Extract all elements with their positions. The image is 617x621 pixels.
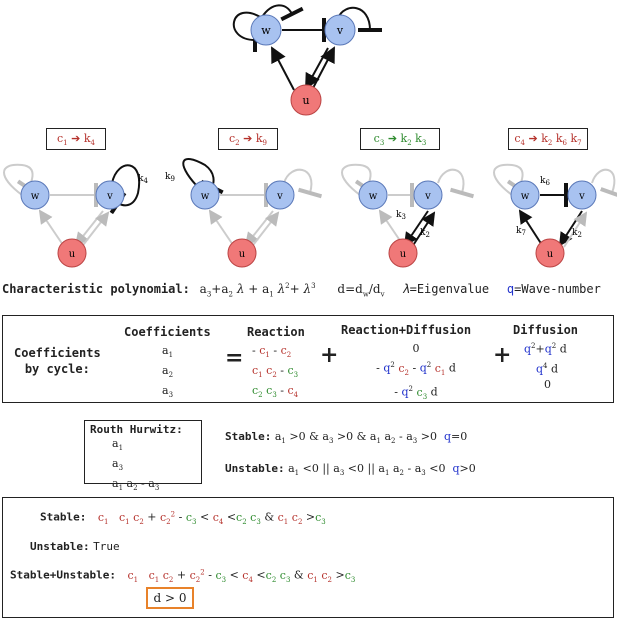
v-self-loop (337, 6, 383, 33)
routh-unstable: Unstable: a1 <0 || a3 <0 || a1 a2 - a3 <… (225, 462, 476, 478)
cycle-networks: w v u k4 w v u k9 w v u k3 k2 (3, 158, 617, 268)
svg-text:v: v (424, 191, 431, 202)
result-stable-unstable: Stable+Unstable: c1 c1 c2 + c22 - c3 < c… (10, 568, 356, 584)
col-coefficients: Coefficients (124, 325, 211, 339)
svg-text:k2: k2 (572, 228, 582, 239)
svg-text:u: u (302, 94, 309, 107)
node-w (250, 14, 282, 46)
col-reaction: Reaction (247, 325, 305, 339)
char-poly-row: Characteristic polynomial: a3+a2 λ + a1 … (2, 282, 601, 299)
col-reaction-diffusion: Reaction+Diffusion (341, 323, 472, 337)
svg-text:k6: k6 (540, 176, 550, 187)
plus-sign-1: + (320, 342, 339, 368)
svg-text:v: v (106, 191, 113, 202)
svg-text:w: w (201, 191, 210, 202)
diffusion-values: q2+q2 d q4 d 0 (524, 342, 567, 392)
network-c2: w v u k9 (165, 158, 323, 268)
network-c1: w v u k4 (3, 163, 148, 268)
col-diffusion: Diffusion (513, 323, 579, 337)
node-u (290, 84, 322, 116)
svg-text:v: v (336, 24, 344, 37)
routh-box (84, 420, 202, 484)
svg-text:w: w (369, 191, 378, 202)
routh-stable: Stable: a1 >0 & a3 >0 & a1 a2 - a3 >0 q=… (225, 430, 468, 446)
svg-text:k9: k9 (165, 172, 175, 183)
svg-text:u: u (69, 249, 76, 260)
plus-sign-2: + (493, 342, 512, 368)
svg-text:k7: k7 (516, 226, 526, 237)
coef-table (2, 315, 614, 403)
results-box (2, 497, 614, 618)
svg-text:w: w (261, 24, 271, 37)
d-condition-box: d > 0 (146, 587, 194, 609)
network-c3: w v u k3 k2 (341, 163, 475, 268)
svg-text:v: v (276, 191, 283, 202)
cycle-label-3: c3 ➔ k2 k3 (360, 128, 440, 150)
cycle-label-4: c4 ➔ k2 k6 k7 (508, 128, 588, 150)
svg-text:u: u (239, 249, 246, 260)
svg-text:k3: k3 (396, 210, 406, 221)
svg-text:w: w (31, 191, 40, 202)
rd-values: 0 - q2 c2 - q2 c1 d - q2 c3 d (376, 342, 456, 401)
d-condition: d > 0 (153, 591, 187, 605)
svg-text:k4: k4 (138, 174, 148, 185)
network-c4: w v u k6 k7 k2 (493, 163, 617, 268)
routh-title: Routh Hurwitz: (90, 423, 183, 436)
char-poly-label: Characteristic polynomial: (2, 282, 190, 296)
svg-text:w: w (521, 191, 530, 202)
coef-by-cycle-label: Coefficients by cycle: (14, 346, 101, 376)
result-stable: Stable: c1 c1 c2 + c22 - c3 < c4 <c2 c3 … (40, 510, 326, 526)
result-unstable: Unstable: True (30, 540, 120, 553)
svg-text:u: u (400, 249, 407, 260)
top-network: w v u (232, 4, 383, 116)
node-v (324, 14, 356, 46)
cycle-label-1: c1 ➔ k4 (46, 128, 106, 150)
svg-text:u: u (547, 249, 554, 260)
svg-text:v: v (578, 191, 585, 202)
svg-text:k2: k2 (420, 228, 430, 239)
equals-sign: = (225, 345, 244, 371)
cycle-label-2: c2 ➔ k9 (218, 128, 278, 150)
w-self-loop (232, 11, 263, 53)
reaction-values: - c1 - c2 c1 c2 - c3 c2 c3 - c4 (252, 344, 299, 400)
